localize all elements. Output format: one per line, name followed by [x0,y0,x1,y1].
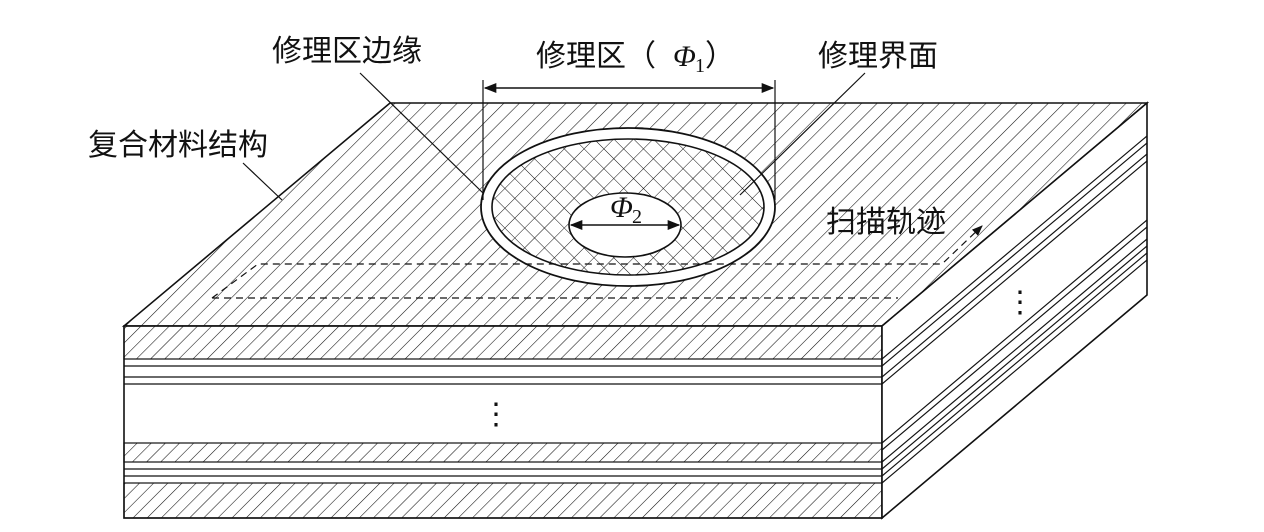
composite-structure-label: 复合材料结构 [88,128,268,163]
repair-zone-label: 修理区（ Φ 1 ） [536,39,735,77]
repair-edge-leader [359,72,484,194]
svg-text:Φ: Φ [673,40,696,73]
right-face [881,101,1148,520]
svg-text:Φ: Φ [610,191,633,224]
svg-text:）: ） [705,39,735,74]
repair-interface-label: 修理界面 [818,39,938,74]
scan-track-label: 扫描轨迹 [826,205,946,240]
phi2-label: Φ 2 [610,191,642,228]
repair-interface-leader [739,72,866,196]
svg-text:1: 1 [695,55,705,77]
composite-structure-leader [242,162,283,201]
svg-text:修理区（: 修理区（ [536,39,656,74]
side-ellipsis: ⋮ [1005,286,1035,319]
front-ellipsis: ⋮ [481,398,511,431]
repair-edge-label: 修理区边缘 [272,34,422,69]
scan-track-path [211,226,982,299]
svg-text:2: 2 [632,206,642,228]
